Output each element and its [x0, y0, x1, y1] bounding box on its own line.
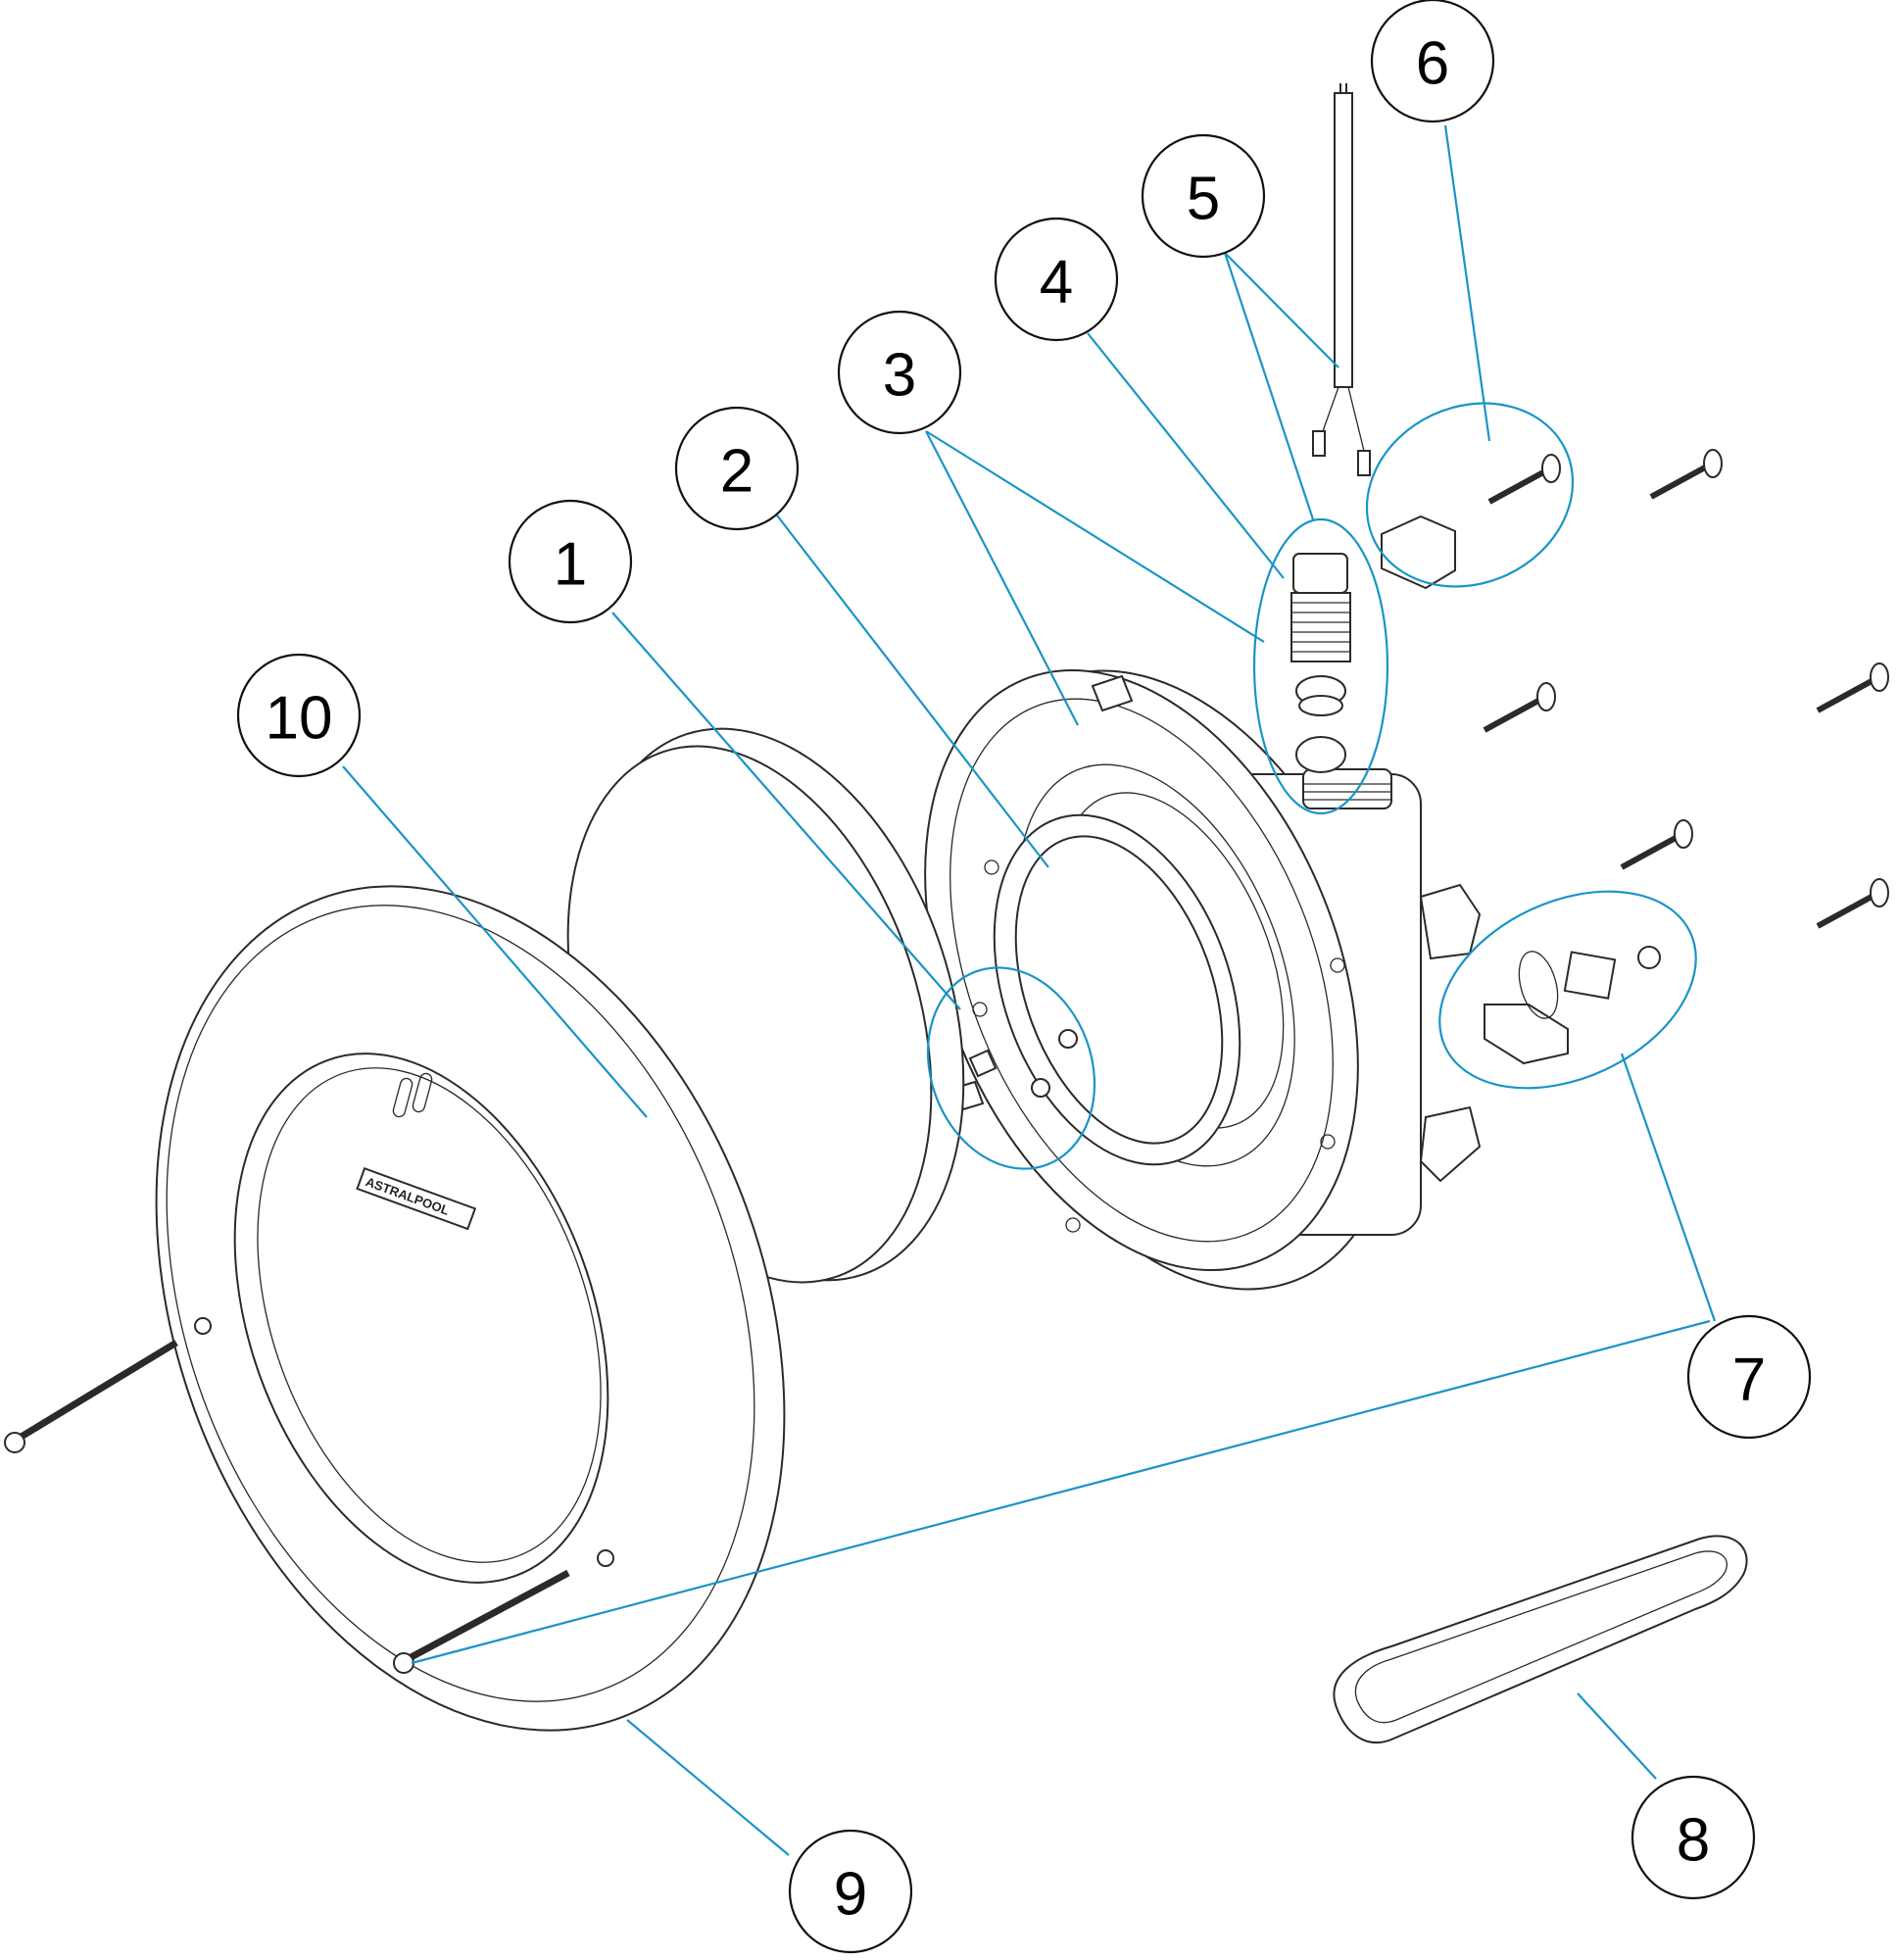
- leader-lines: [342, 124, 1717, 1856]
- callout-2: 2: [674, 406, 800, 531]
- svg-text:9: 9: [834, 1861, 867, 1929]
- svg-text:3: 3: [883, 342, 916, 410]
- callout-6: 6: [1370, 0, 1495, 123]
- loose-screws: [1483, 449, 1889, 929]
- svg-text:10: 10: [266, 685, 333, 753]
- callout-8: 8: [1630, 1775, 1756, 1900]
- callout-4: 4: [994, 217, 1119, 342]
- cable-gland: [1290, 553, 1351, 773]
- bonding-lug-set: [1484, 946, 1661, 1065]
- callout-1: 1: [508, 499, 633, 624]
- long-screw-right: [393, 1569, 570, 1674]
- trim-ring: ASTRALPOOL: [155, 885, 786, 1732]
- svg-text:8: 8: [1677, 1807, 1710, 1875]
- gasket: [993, 813, 1241, 1166]
- svg-text:1: 1: [554, 531, 587, 599]
- svg-text:5: 5: [1187, 166, 1220, 233]
- svg-text:6: 6: [1416, 30, 1449, 98]
- svg-text:2: 2: [720, 438, 754, 506]
- callout-5: 5: [1141, 133, 1266, 259]
- clip-and-nut-set: [953, 1029, 1078, 1111]
- cable: [1312, 83, 1371, 476]
- callout-7: 7: [1686, 1314, 1812, 1440]
- long-screw-left: [4, 1340, 178, 1453]
- svg-text:4: 4: [1040, 249, 1073, 317]
- callout-10: 10: [236, 653, 362, 778]
- clamp-and-screw: [1381, 454, 1561, 590]
- svg-text:7: 7: [1732, 1347, 1766, 1414]
- callout-3: 3: [837, 310, 962, 435]
- key-tool: [1333, 1535, 1748, 1744]
- callout-9: 9: [788, 1829, 913, 1954]
